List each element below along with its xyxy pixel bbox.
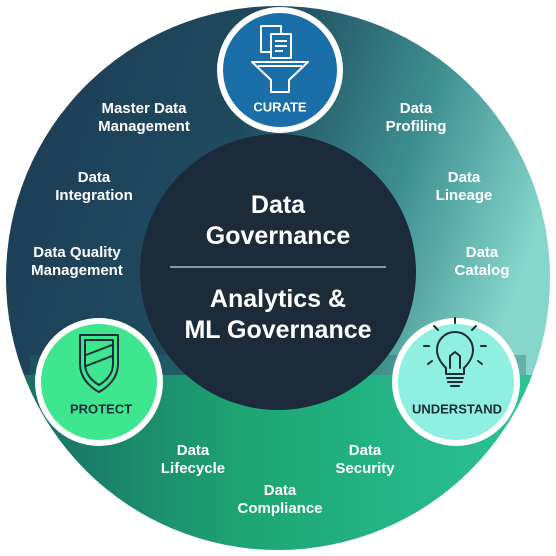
item-data-quality-management: Data Quality Management [31,244,123,280]
funnel-documents-icon [251,25,309,93]
item-line: Management [98,118,190,135]
center-line-1: Data [250,191,306,219]
item-line: Data [348,442,382,459]
item-line: Master Data [101,100,187,117]
center-line-4: ML Governance [184,316,372,344]
shield-icon [79,334,119,393]
item-line: Profiling [385,118,447,135]
item-line: Integration [55,187,133,204]
item-line: Catalog [454,262,510,279]
center-line-3: Analytics & [209,285,347,313]
item-line: Data [77,169,111,186]
item-data-catalog: Data Catalog [454,244,509,280]
item-line: Data [176,442,210,459]
center-circle [140,134,416,410]
center-title-data-governance: Data Governance [206,190,351,252]
center-line-2: Governance [205,222,351,250]
understand-label: UNDERSTAND [411,401,503,417]
item-line: Data [263,482,297,499]
item-line: Security [335,460,395,477]
center-divider [170,266,386,268]
curate-label: CURATE [253,99,307,115]
item-line: Data Quality [33,244,121,261]
item-line: Lineage [435,187,493,204]
item-line: Data [465,244,499,261]
item-data-compliance: Data Compliance [237,482,322,518]
protect-label: PROTECT [69,401,133,417]
item-line: Data [399,100,433,117]
item-line: Data [447,169,481,186]
item-data-integration: Data Integration [55,169,133,205]
center-title-analytics-ml-governance: Analytics & ML Governance [184,284,371,346]
item-data-profiling: Data Profiling [386,100,447,136]
lightbulb-icon [423,317,487,387]
item-data-lineage: Data Lineage [436,169,493,205]
protect-badge [41,324,157,440]
item-line: Lifecycle [160,460,226,477]
item-master-data-management: Master Data Management [98,100,190,136]
item-line: Management [31,262,123,279]
item-data-security: Data Security [335,442,394,478]
item-data-lifecycle: Data Lifecycle [161,442,225,478]
item-line: Compliance [237,500,323,517]
